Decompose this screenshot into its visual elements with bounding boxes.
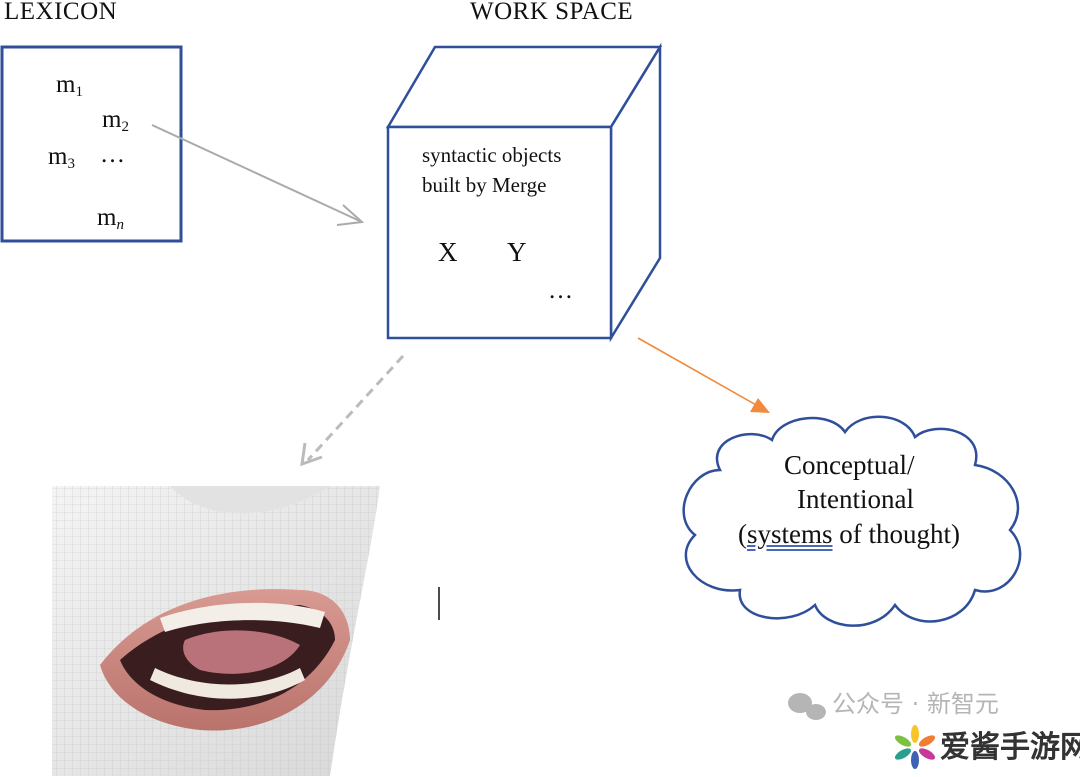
lexicon-title: LEXICON bbox=[4, 0, 118, 25]
syntactic-object-y: Y bbox=[507, 237, 527, 267]
lexicon-item-m2: m2 bbox=[102, 106, 129, 135]
wechat-watermark: 公众号 · 新智元 bbox=[832, 690, 999, 718]
site-watermark: 爱酱手游网 bbox=[940, 730, 1080, 765]
arrow-workspace-to-articulation bbox=[300, 354, 405, 467]
arrow-workspace-to-thought bbox=[637, 337, 766, 411]
site-logo-icon bbox=[894, 725, 936, 769]
orange-arrowhead bbox=[750, 398, 770, 413]
lexicon-item-mn: mn bbox=[97, 204, 124, 233]
cloud-line-2: Intentional bbox=[797, 484, 914, 514]
mouth-render-image bbox=[52, 486, 380, 776]
cloud-line-1: Conceptual/ bbox=[784, 450, 915, 480]
thought-cloud bbox=[682, 415, 1022, 627]
lexicon-item-m1: m1 bbox=[56, 71, 83, 100]
workspace-ellipsis: … bbox=[548, 277, 573, 304]
workspace-line-2: built by Merge bbox=[422, 173, 547, 197]
workspace-title: WORK SPACE bbox=[470, 0, 634, 25]
lexicon-item-m3: m3 bbox=[48, 143, 75, 172]
workspace-cube bbox=[385, 42, 663, 343]
syntactic-object-x: X bbox=[438, 237, 458, 267]
lexicon-ellipsis: … bbox=[100, 141, 125, 168]
lexicon-box bbox=[0, 45, 183, 243]
workspace-line-1: syntactic objects bbox=[422, 143, 562, 167]
cloud-line-3: (systems of thought) bbox=[738, 519, 961, 549]
arrow-lexicon-to-workspace bbox=[151, 124, 365, 226]
wechat-icon bbox=[788, 693, 826, 720]
